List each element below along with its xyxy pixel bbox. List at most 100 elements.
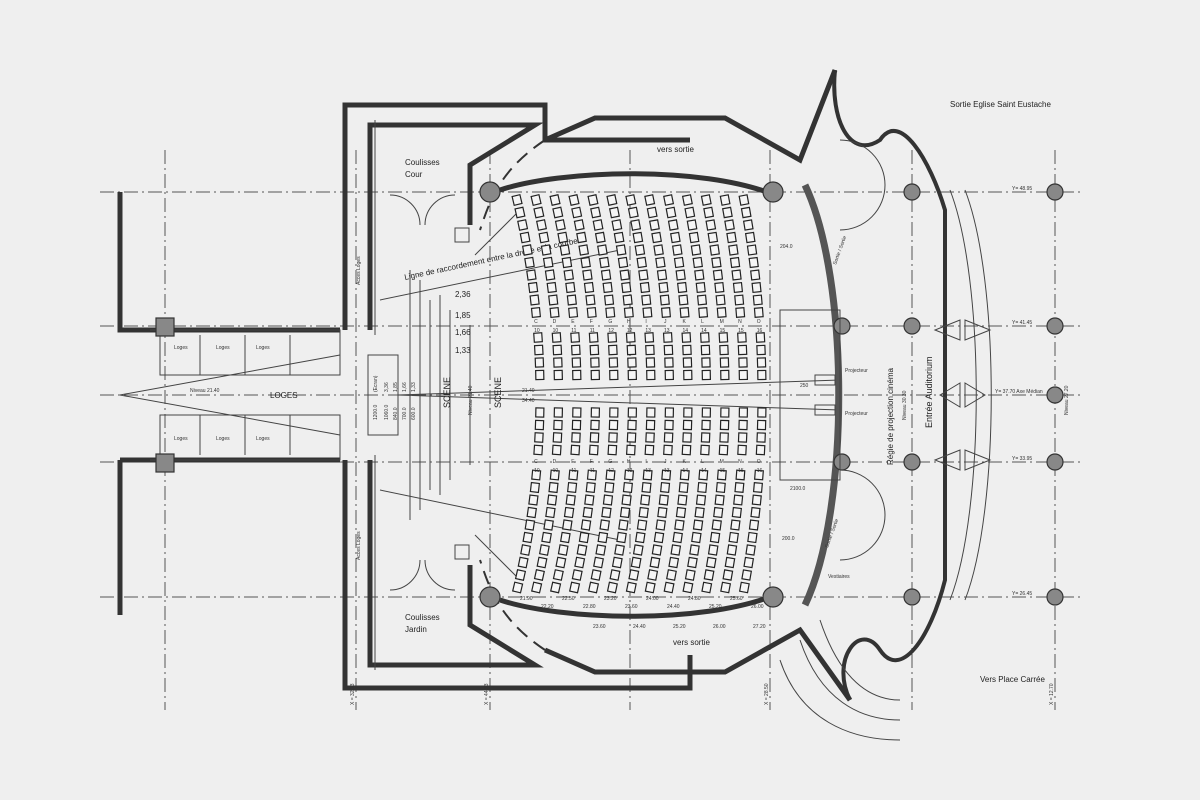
axis-x-label: X = 32.13 bbox=[350, 683, 356, 705]
seat bbox=[572, 407, 582, 418]
seat bbox=[534, 419, 545, 431]
seat bbox=[559, 244, 571, 256]
seat bbox=[534, 357, 545, 368]
seat bbox=[565, 494, 576, 506]
vers-sortie-top: vers sortie bbox=[657, 145, 694, 154]
row-seat-count: 15 bbox=[738, 468, 744, 474]
seat bbox=[597, 531, 609, 544]
seat bbox=[738, 369, 749, 381]
seat bbox=[655, 519, 666, 531]
seat bbox=[719, 432, 729, 443]
seat bbox=[621, 494, 632, 506]
row-seat-count: 15 bbox=[720, 328, 726, 334]
seat bbox=[615, 244, 627, 256]
seat bbox=[548, 294, 559, 306]
seat bbox=[664, 419, 674, 431]
seat bbox=[684, 206, 696, 219]
seat bbox=[584, 494, 595, 506]
seat bbox=[552, 432, 563, 443]
seat bbox=[756, 357, 767, 368]
seat bbox=[691, 531, 702, 544]
seat bbox=[756, 432, 766, 443]
seat bbox=[526, 269, 537, 281]
seat bbox=[568, 469, 579, 481]
seat bbox=[719, 194, 731, 206]
seat bbox=[718, 444, 729, 456]
seat bbox=[672, 531, 683, 544]
row-letter-H: H bbox=[627, 459, 631, 465]
seat bbox=[709, 531, 721, 544]
row-letter-O: O bbox=[757, 319, 761, 325]
row-seat-count: 16 bbox=[757, 468, 763, 474]
seat bbox=[716, 307, 727, 318]
row-letter-G: G bbox=[608, 459, 612, 465]
seat bbox=[619, 506, 631, 519]
seat bbox=[625, 194, 637, 206]
seat bbox=[699, 332, 710, 343]
seat bbox=[626, 432, 637, 443]
seat bbox=[533, 206, 545, 219]
seat bbox=[712, 269, 724, 281]
seat bbox=[742, 219, 754, 231]
seat bbox=[713, 506, 724, 519]
seat bbox=[642, 307, 653, 318]
seat bbox=[658, 494, 669, 506]
level-mid: 34.40 bbox=[522, 398, 535, 404]
seat bbox=[675, 269, 686, 281]
seat bbox=[586, 469, 597, 481]
screen-val: 1,85 bbox=[393, 382, 399, 392]
row-letter-N: N bbox=[738, 459, 742, 465]
seat bbox=[641, 294, 652, 306]
seat bbox=[548, 481, 559, 494]
seat bbox=[735, 307, 746, 318]
seat bbox=[659, 294, 670, 306]
seat bbox=[557, 544, 569, 556]
seat bbox=[663, 432, 674, 443]
seat bbox=[553, 407, 564, 418]
row-letter-M: M bbox=[720, 459, 724, 465]
screen-dim: 840.0 bbox=[393, 407, 399, 420]
seat bbox=[590, 357, 600, 368]
seat bbox=[681, 332, 692, 343]
seat bbox=[627, 407, 638, 418]
seat bbox=[737, 332, 747, 343]
row-seat-count: 10 bbox=[534, 468, 540, 474]
seat bbox=[660, 307, 672, 318]
seat bbox=[738, 419, 748, 431]
row-letter-K: K bbox=[683, 459, 687, 465]
seat bbox=[700, 194, 712, 206]
seat bbox=[733, 494, 744, 506]
seat bbox=[701, 369, 712, 381]
seat bbox=[746, 244, 758, 256]
seat bbox=[570, 344, 581, 356]
seat bbox=[752, 482, 763, 493]
seat bbox=[538, 544, 550, 556]
seat bbox=[601, 506, 612, 519]
seat bbox=[552, 569, 564, 581]
loges-level: Niveau 21.40 bbox=[190, 388, 220, 394]
row-seat-count: 14 bbox=[683, 328, 689, 334]
row-letter-O: O bbox=[757, 459, 761, 465]
seat bbox=[551, 444, 562, 456]
seat bbox=[536, 556, 548, 569]
seat bbox=[571, 569, 583, 581]
seat bbox=[707, 231, 719, 244]
screen-dim: 1200.0 bbox=[373, 404, 379, 420]
seat bbox=[619, 269, 630, 281]
loge-room-label: Loges bbox=[256, 436, 270, 442]
seat bbox=[664, 407, 675, 418]
seat bbox=[630, 556, 642, 569]
seat bbox=[720, 369, 730, 381]
seat bbox=[580, 519, 592, 531]
projection-room-label: Régie de projection cinéma bbox=[886, 368, 895, 465]
seat bbox=[576, 231, 587, 244]
height-3: 1,66 bbox=[455, 328, 471, 337]
seat bbox=[705, 219, 717, 231]
loge-room-label: Loges bbox=[174, 345, 188, 351]
seat bbox=[701, 581, 713, 594]
seat bbox=[589, 432, 600, 443]
seat bbox=[621, 281, 632, 294]
row-letter-F: F bbox=[590, 459, 593, 465]
row-seat-count: 12 bbox=[627, 468, 633, 474]
